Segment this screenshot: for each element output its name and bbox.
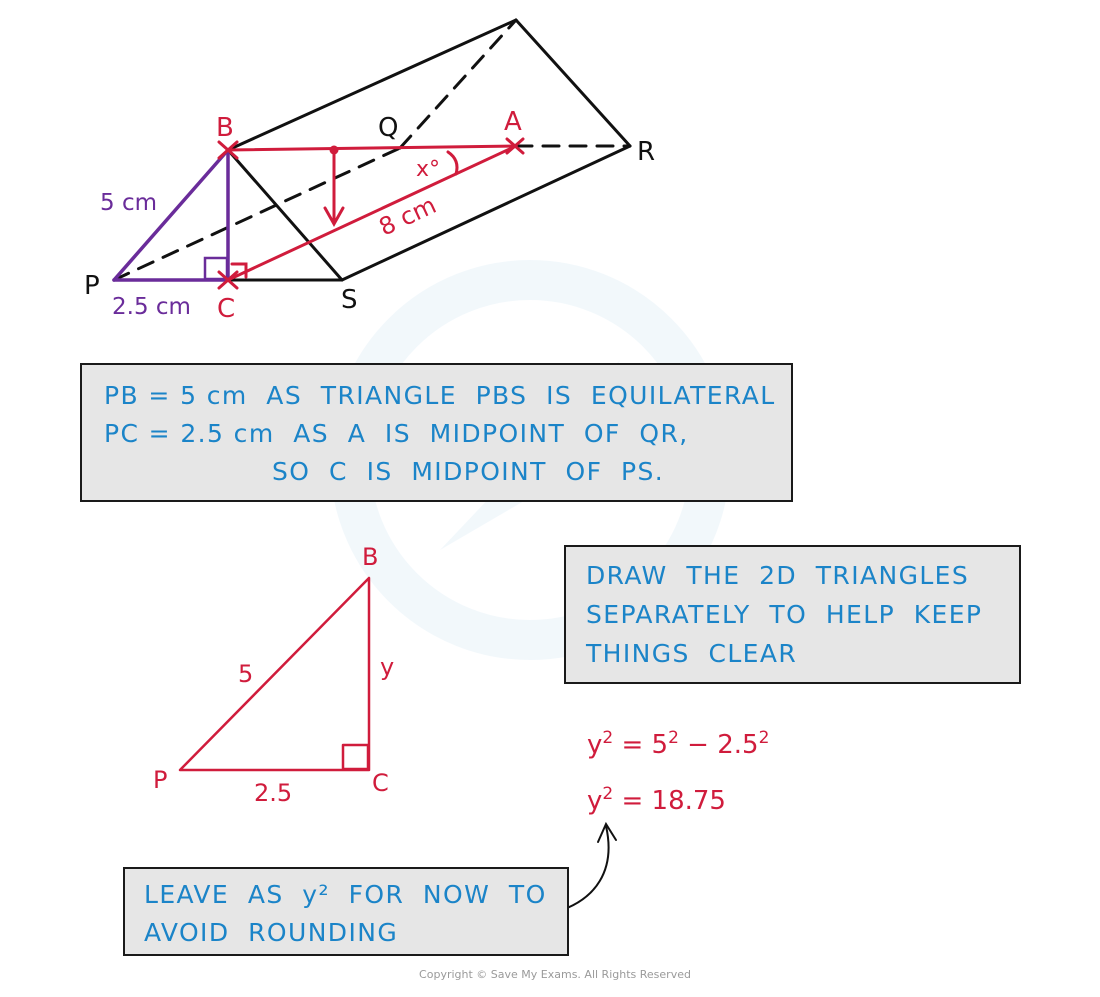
right-angle-marker-red [230,262,248,279]
edge-B-S [226,148,344,282]
edge-B-top [226,18,518,152]
arrow-head [323,206,345,228]
note2-line-3: THINGS CLEAR [586,639,798,668]
tri-label-base: 2.5 [254,779,292,807]
right-angle-marker-C [203,256,229,281]
equation-2: y2 = 18.75 [587,784,726,816]
angle-arc-x [446,150,459,176]
label-A: A [504,107,522,137]
copyright-text: Copyright © Save My Exams. All Rights Re… [419,968,691,981]
right-angle-marker-2d [341,743,370,771]
note-line-2: PC = 2.5 cm AS A IS MIDPOINT OF QR, [104,419,689,448]
note-line-1: PB = 5 cm AS TRIANGLE PBS IS EQUILATERAL [104,381,776,410]
tri-label-C: C [372,769,389,797]
curved-arrow-head [597,821,617,843]
hidden-edge-Q-top [398,18,518,150]
note3-line-2: AVOID ROUNDING [144,918,399,947]
tri-label-P: P [153,766,167,794]
label-Q: Q [378,113,398,143]
label-B: B [216,113,234,143]
line-B-A [226,144,518,152]
edge-R-S [340,144,632,282]
label-C: C [217,294,235,324]
note-line-3: SO C IS MIDPOINT OF PS. [272,457,665,486]
label-R: R [637,137,655,167]
line-C-A [226,144,518,282]
label-2-5cm: 2.5 cm [112,294,191,320]
edge-top-R [514,18,632,148]
note-box-draw-triangles [564,545,1021,684]
equation-1: y2 = 52 − 2.52 [587,728,770,760]
note3-line-1: LEAVE AS y² FOR NOW TO [144,880,547,909]
label-5cm: 5 cm [100,190,157,216]
edge-P-B [112,148,230,282]
note-box-leave-y-squared [123,867,569,956]
label-S: S [341,285,358,315]
label-angle-x: x° [416,157,440,182]
prism-diagram: B Q A R P C S x° 8 cm 5 cm 2.5 cm [84,18,655,324]
tri-label-hyp: 5 [238,660,253,688]
label-P: P [84,271,100,301]
note2-line-1: DRAW THE 2D TRIANGLES [586,561,970,590]
label-8cm: 8 cm [375,191,441,242]
arrow-origin-dot [329,145,339,155]
note2-line-2: SEPARATELY TO HELP KEEP [586,600,983,629]
note-box-equilateral [80,363,793,502]
